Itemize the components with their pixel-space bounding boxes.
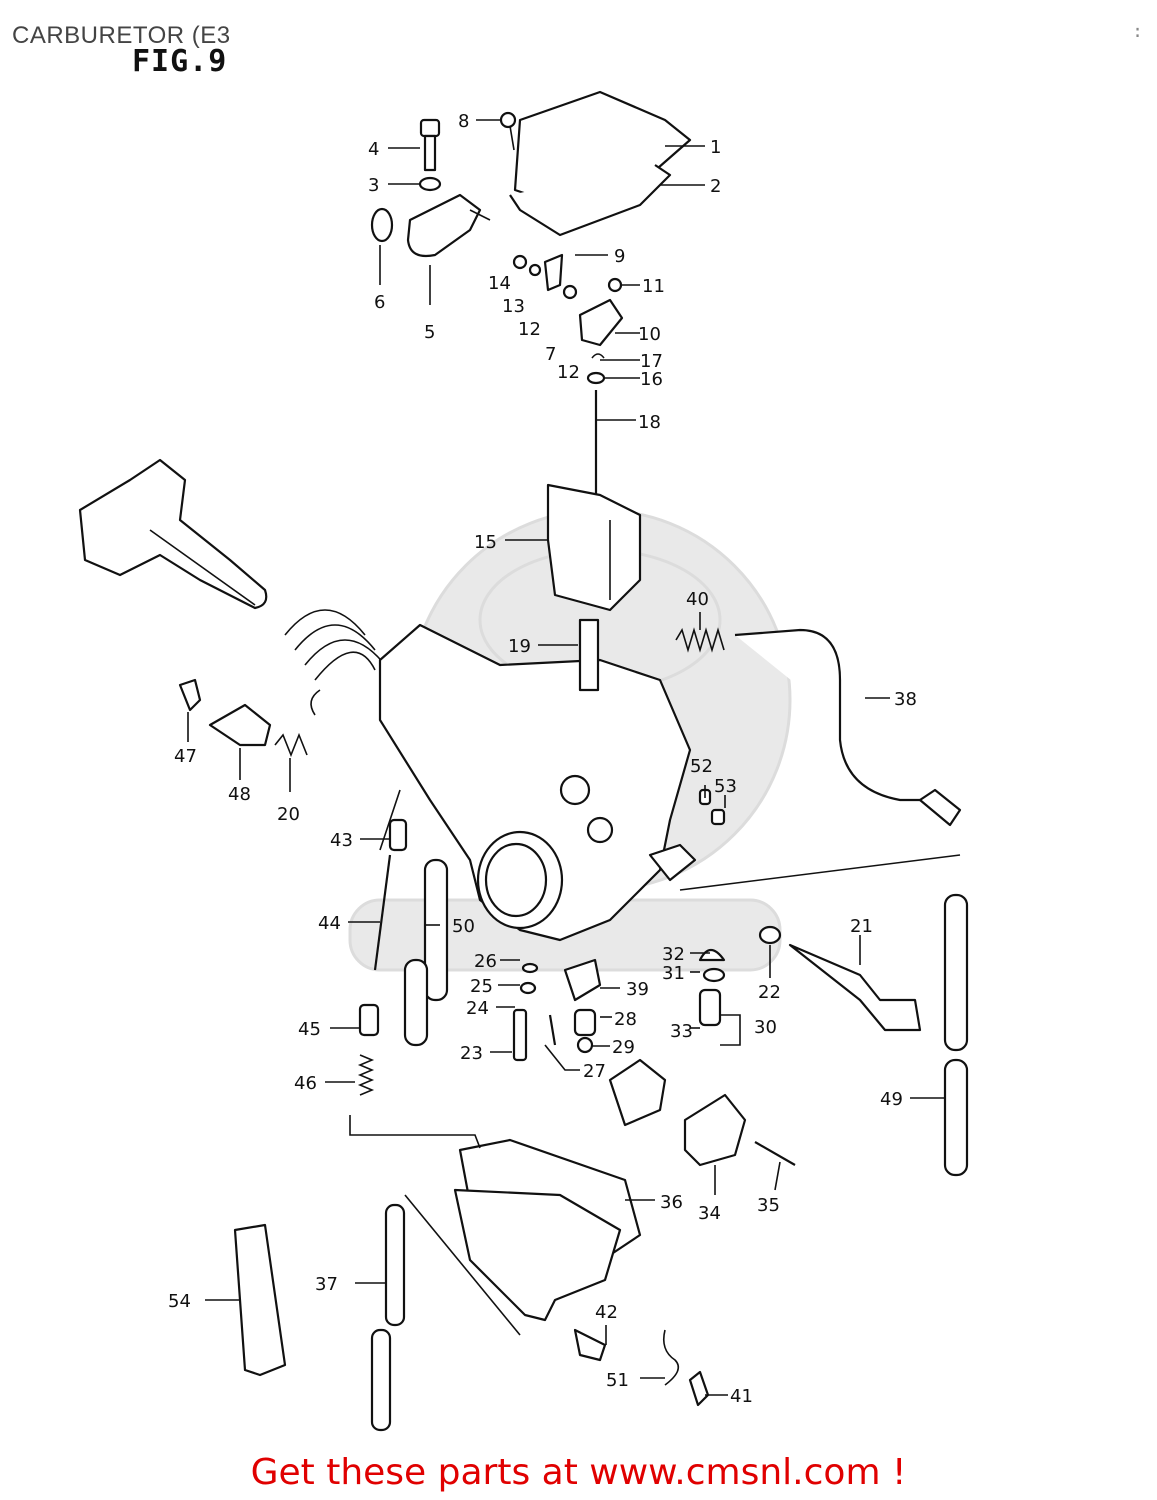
callout-37: 37: [315, 1274, 338, 1295]
callout-13: 13: [502, 296, 525, 317]
bolt-4: [419, 118, 441, 172]
callout-21: 21: [850, 916, 873, 937]
callout-50: 50: [452, 916, 475, 937]
callout-8: 8: [458, 111, 469, 132]
callout-7: 7: [545, 344, 556, 365]
washer-6: [370, 207, 394, 243]
callout-36: 36: [660, 1192, 683, 1213]
callout-9: 9: [614, 246, 625, 267]
callout-44: 44: [318, 913, 341, 934]
callout-33: 33: [670, 1021, 693, 1042]
callout-47: 47: [174, 746, 197, 767]
top-cap: [509, 90, 692, 237]
bottom-parts: [233, 1203, 710, 1432]
callout-3: 3: [368, 175, 379, 196]
callout-49: 49: [880, 1089, 903, 1110]
callout-34: 34: [698, 1203, 721, 1224]
callout-5: 5: [424, 322, 435, 343]
spring-coil: [284, 609, 386, 716]
throttle-lever-5: [406, 193, 491, 258]
callout-labels: 1 2 3 4 5 6 7 8 9 10 11 12 12 13 14 15 1…: [168, 111, 917, 1407]
callout-12b: 12: [557, 362, 580, 383]
callout-45: 45: [298, 1019, 321, 1040]
jets-and-screws: [357, 818, 539, 1096]
page-title: CARBURETOR (E3: [12, 22, 231, 49]
washer-3: [418, 176, 442, 192]
callout-39: 39: [626, 979, 649, 1000]
callout-42: 42: [595, 1302, 618, 1323]
callout-25: 25: [470, 976, 493, 997]
callout-6: 6: [374, 292, 385, 313]
callout-48: 48: [228, 784, 251, 805]
callout-4: 4: [368, 139, 379, 160]
float-34: [608, 1058, 747, 1167]
callout-51: 51: [606, 1370, 629, 1391]
callout-1: 1: [710, 137, 721, 158]
callout-20: 20: [277, 804, 300, 825]
footer-call-to-action[interactable]: Get these parts at www.cmsnl.com !: [250, 1452, 907, 1493]
callout-26: 26: [474, 951, 497, 972]
linkage-small-parts: [512, 253, 624, 385]
callout-11: 11: [642, 276, 665, 297]
callout-17: 17: [640, 351, 663, 372]
callout-28: 28: [614, 1009, 637, 1030]
callout-32: 32: [662, 944, 685, 965]
callout-10: 10: [638, 324, 661, 345]
callout-12a: 12: [518, 319, 541, 340]
callout-46: 46: [294, 1073, 317, 1094]
callout-2: 2: [710, 176, 721, 197]
adjuster-47-48-20: [178, 678, 308, 758]
corner-marks: :: [1132, 21, 1143, 42]
throttle-grip: [78, 458, 268, 610]
float-bowl-36: [453, 1138, 642, 1322]
spring-40: [675, 627, 725, 653]
leader-lines: [187, 119, 961, 1396]
callout-43: 43: [330, 830, 353, 851]
callout-22: 22: [758, 982, 781, 1003]
callout-23: 23: [460, 1043, 483, 1064]
callout-14: 14: [488, 273, 511, 294]
callout-19: 19: [508, 636, 531, 657]
callout-24: 24: [466, 998, 489, 1019]
callout-35: 35: [757, 1195, 780, 1216]
callout-38: 38: [894, 689, 917, 710]
misc-parts-right: [548, 788, 969, 1177]
figure-label: FIG.9: [132, 44, 228, 79]
cable-38: [734, 628, 962, 827]
callout-18: 18: [638, 412, 661, 433]
callout-54: 54: [168, 1291, 191, 1312]
callout-30: 30: [754, 1017, 777, 1038]
carburetor-body: [378, 618, 697, 942]
callout-29: 29: [612, 1037, 635, 1058]
callout-15: 15: [474, 532, 497, 553]
callout-27: 27: [583, 1061, 606, 1082]
callout-40: 40: [686, 589, 709, 610]
callout-31: 31: [662, 963, 685, 984]
throttle-slide-15: [546, 483, 642, 612]
callout-53: 53: [714, 776, 737, 797]
callout-16: 16: [640, 369, 663, 390]
callout-52: 52: [690, 756, 713, 777]
callout-41: 41: [730, 1386, 753, 1407]
cap-screw: [499, 111, 517, 151]
